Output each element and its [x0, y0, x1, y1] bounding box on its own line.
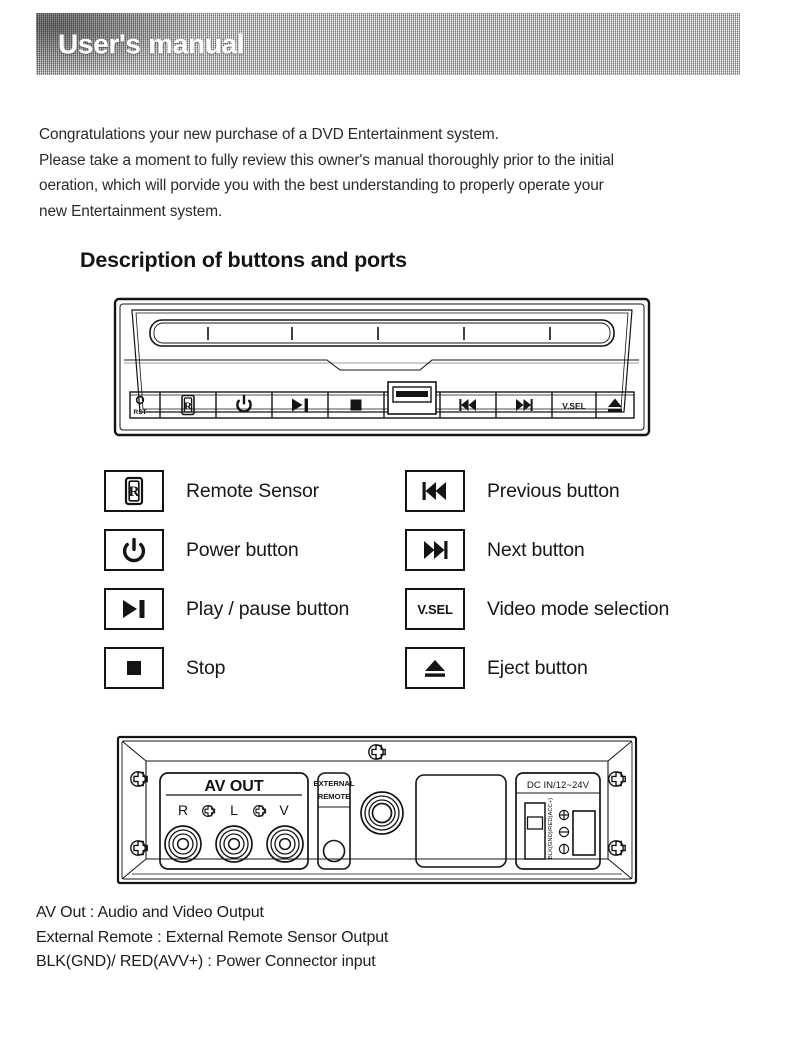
footer-line: External Remote : External Remote Sensor… [36, 928, 389, 946]
external-remote-label-line1: EXTERNAL [314, 779, 355, 788]
jack-label-r: R [178, 802, 188, 818]
jack-label-l: L [230, 802, 238, 818]
legend-item-next: Next button [405, 528, 585, 572]
front-panel-diagram: RST R [112, 296, 652, 438]
power-icon [236, 394, 252, 413]
previous-icon [422, 482, 446, 500]
legend-item-stop: Stop [104, 646, 226, 690]
av-out-title: AV OUT [204, 778, 263, 795]
legend-box [405, 470, 465, 512]
rca-jack-r [164, 825, 202, 863]
svg-text:R: R [129, 484, 140, 500]
page-title: User's manual [58, 28, 245, 60]
legend-item-vsel: V.SEL Video mode selection [405, 587, 669, 631]
rear-panel-diagram: AV OUT R L V [116, 735, 638, 885]
screw-icon [202, 805, 267, 817]
terminal-vertical-label: BLK(GND)/RED(ACC+) [548, 798, 554, 859]
legend-item-power: Power button [104, 528, 299, 572]
next-icon [424, 541, 448, 559]
footer-line: BLK(GND)/ RED(AVV+) : Power Connector in… [36, 953, 376, 970]
legend-label: Video mode selection [487, 597, 670, 620]
eject-icon [608, 398, 622, 412]
jack-label-v: V [279, 802, 289, 818]
remote-sensor-icon: R [181, 394, 195, 416]
legend-label: Eject button [487, 656, 588, 679]
legend-label: Previous button [487, 479, 620, 502]
legend-item-previous: Previous button [405, 469, 620, 513]
reset-hole-icon: RST [134, 395, 147, 416]
legend-item-remote-sensor: R Remote Sensor [104, 469, 319, 513]
eject-icon [425, 660, 445, 677]
stop-icon [350, 399, 362, 411]
legend-label: Play / pause button [186, 597, 350, 620]
vsel-icon: V.SEL [562, 401, 585, 411]
legend-label: Next button [487, 538, 585, 561]
dc-in-title: DC IN/12~24V [527, 780, 590, 791]
svg-text:RST: RST [134, 409, 147, 416]
legend-box [405, 647, 465, 689]
previous-icon [459, 399, 476, 411]
vsel-icon: V.SEL [417, 601, 453, 617]
av-out-group: AV OUT R L V [159, 772, 309, 870]
rca-jack-l [215, 825, 253, 863]
legend-label: Power button [186, 538, 299, 561]
screw-icon [130, 744, 626, 856]
footer-notes: AV Out : Audio and Video Output External… [36, 901, 388, 975]
external-remote-label-line2: REMOTE [318, 792, 351, 801]
legend-item-play-pause: Play / pause button [104, 587, 349, 631]
legend-box [104, 529, 164, 571]
dc-in-group: DC IN/12~24V BLK(GND)/RED(ACC+) [515, 772, 601, 870]
intro-line: Please take a moment to fully review thi… [39, 151, 614, 169]
rca-jack-v [266, 825, 304, 863]
legend-box: V.SEL [405, 588, 465, 630]
antenna-jack [360, 791, 404, 835]
intro-line: Congratulations your new purchase of a D… [39, 126, 499, 143]
intro-line: oeration, which will porvide you with th… [39, 177, 604, 194]
intro-line: new Entertainment system. [39, 202, 223, 220]
intro-paragraph: Congratulations your new purchase of a D… [39, 122, 769, 224]
legend-grid: R Remote Sensor Power button Play / [0, 466, 802, 694]
section-heading: Description of buttons and ports [80, 248, 407, 272]
power-icon [122, 537, 146, 563]
legend-box [104, 647, 164, 689]
blank-panel [415, 774, 507, 868]
external-remote-group: EXTERNAL REMOTE [314, 772, 355, 870]
play-pause-icon [292, 398, 308, 412]
footer-line: AV Out : Audio and Video Output [36, 904, 264, 921]
legend-box [104, 588, 164, 630]
external-remote-jack [322, 839, 346, 863]
header-banner: User's manual [36, 13, 740, 75]
next-icon [516, 399, 533, 411]
play-pause-icon [123, 600, 145, 618]
legend-label: Stop [186, 656, 226, 679]
legend-box [405, 529, 465, 571]
legend-label: Remote Sensor [186, 479, 319, 502]
svg-text:R: R [184, 401, 193, 413]
legend-box: R [104, 470, 164, 512]
remote-sensor-icon: R [124, 476, 144, 506]
legend-item-eject: Eject button [405, 646, 588, 690]
usb-slot-icon [387, 381, 437, 415]
stop-icon [127, 661, 141, 675]
